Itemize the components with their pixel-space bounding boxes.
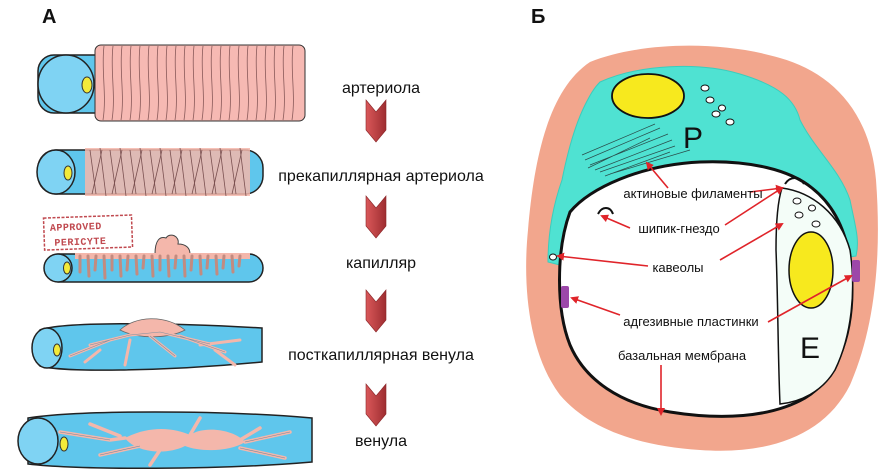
precapillary-arteriole-vessel [37,148,263,196]
stage-label-postcapillary-venule: посткапиллярная венула [288,347,474,364]
stage-label-precapillary-arteriole: прекапиллярная артериола [278,168,484,185]
stage-label-capillary: капилляр [346,255,416,272]
label-caveolae: кавеолы [652,260,703,275]
endothelial-nucleus [789,232,833,308]
chevron-down-icon [366,290,386,332]
approved-pericyte-stamp: APPROVED PERICYTE [43,215,132,250]
chevron-down-icon [366,196,386,238]
svg-text:PERICYTE: PERICYTE [54,237,106,250]
pericyte-label: P [683,122,703,155]
venule-vessel [18,412,312,468]
stage-label-arteriole: артериола [342,80,420,97]
panel-b-letter: Б [531,6,545,28]
label-adhesion-plaques: адгезивные пластинки [623,314,758,329]
stage-label-venule: венула [355,433,407,450]
panel-a-letter: А [42,6,56,28]
arteriole-vessel [38,45,305,121]
panel-b: Б P E [526,6,878,451]
adhesion-plaque [852,260,860,282]
adhesion-plaque [561,286,569,308]
chevron-down-icon [366,384,386,426]
label-basement-membrane: базальная мембрана [618,348,747,363]
svg-text:APPROVED: APPROVED [50,222,102,235]
chevron-down-icon [366,100,386,142]
postcapillary-venule-vessel [32,319,262,370]
label-peg-socket: шипик-гнездо [638,221,719,236]
panel-a: А APPROVED PERICYTE [18,6,484,468]
endothelial-label: E [800,332,820,365]
label-actin-filaments: актиновые филаменты [623,186,762,201]
pericyte-nucleus [612,74,684,118]
